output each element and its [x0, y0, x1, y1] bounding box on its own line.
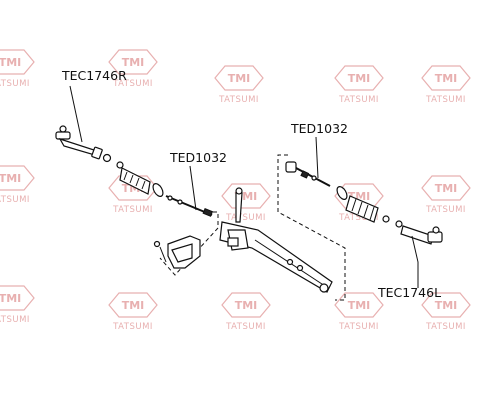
label-tie-rod-end-right: TEC1746R: [61, 68, 127, 83]
watermark-name: TATSUMI: [112, 322, 153, 332]
watermark-logo: TMI: [122, 56, 145, 69]
bellows-boot-left: [116, 161, 164, 197]
label-inner-rod-right-side: TED1032: [290, 121, 348, 136]
inner-tie-rod-left: [165, 195, 214, 217]
tmi-watermark: TMI TATSUMI: [221, 183, 271, 223]
watermark-logo: TMI: [0, 56, 21, 69]
watermark-logo: TMI: [0, 292, 21, 305]
tmi-watermark: TMI TATSUMI: [0, 49, 35, 89]
leader-ted1032-right: [315, 136, 319, 179]
watermark-logo: TMI: [235, 299, 258, 312]
watermark-logo: TMI: [435, 182, 458, 195]
watermark-logo: TMI: [122, 299, 145, 312]
rack-mount-bracket: [153, 235, 201, 269]
label-tie-rod-end-left: TEC1746L: [377, 285, 441, 300]
leader-tec1746l: [411, 235, 419, 288]
watermark-name: TATSUMI: [425, 205, 466, 215]
watermark-name: TATSUMI: [425, 95, 466, 105]
dashed-guide-right: [277, 154, 346, 301]
watermark-logo: TMI: [348, 299, 371, 312]
watermark-layer: TMI TATSUMI TMI TATSUMI TMI TATSUMI TMI …: [0, 49, 471, 332]
watermark-name: TATSUMI: [112, 79, 153, 89]
watermark-logo: TMI: [348, 72, 371, 85]
watermark-logo: TMI: [228, 72, 251, 85]
tmi-watermark: TMI TATSUMI: [108, 49, 158, 89]
inner-tie-rod-right: [285, 161, 331, 187]
tie-rod-end-right: [55, 125, 112, 163]
watermark-name: TATSUMI: [0, 79, 30, 89]
leader-ted1032-left: [189, 165, 197, 211]
watermark-name: TATSUMI: [225, 322, 266, 332]
watermark-name: TATSUMI: [112, 205, 153, 215]
tmi-watermark: TMI TATSUMI: [334, 65, 384, 105]
tie-rod-end-left: [395, 220, 443, 245]
watermark-logo: TMI: [435, 299, 458, 312]
watermark-name: TATSUMI: [338, 322, 379, 332]
watermark-name: TATSUMI: [338, 95, 379, 105]
watermark-name: TATSUMI: [0, 315, 30, 325]
watermark-name: TATSUMI: [425, 322, 466, 332]
watermark-logo: TMI: [435, 72, 458, 85]
watermark-name: TATSUMI: [0, 195, 30, 205]
tmi-watermark: TMI TATSUMI: [108, 292, 158, 332]
watermark-name: TATSUMI: [225, 213, 266, 223]
tmi-watermark: TMI TATSUMI: [0, 285, 35, 325]
tmi-watermark: TMI TATSUMI: [214, 65, 264, 105]
dashed-guide-left: [159, 211, 219, 276]
label-inner-rod-left-side: TED1032: [169, 150, 227, 165]
watermark-name: TATSUMI: [218, 95, 259, 105]
tmi-watermark: TMI TATSUMI: [0, 165, 35, 205]
tmi-watermark: TMI TATSUMI: [421, 292, 471, 332]
bellows-boot-right: [336, 186, 390, 223]
leader-tec1746r: [69, 85, 83, 143]
tmi-watermark: TMI TATSUMI: [221, 292, 271, 332]
steering-rack-housing: [219, 187, 333, 293]
tmi-watermark: TMI TATSUMI: [334, 292, 384, 332]
watermark-name: TATSUMI: [338, 213, 379, 223]
tmi-watermark: TMI TATSUMI: [421, 175, 471, 215]
tmi-watermark: TMI TATSUMI: [421, 65, 471, 105]
watermark-logo: TMI: [0, 172, 21, 185]
